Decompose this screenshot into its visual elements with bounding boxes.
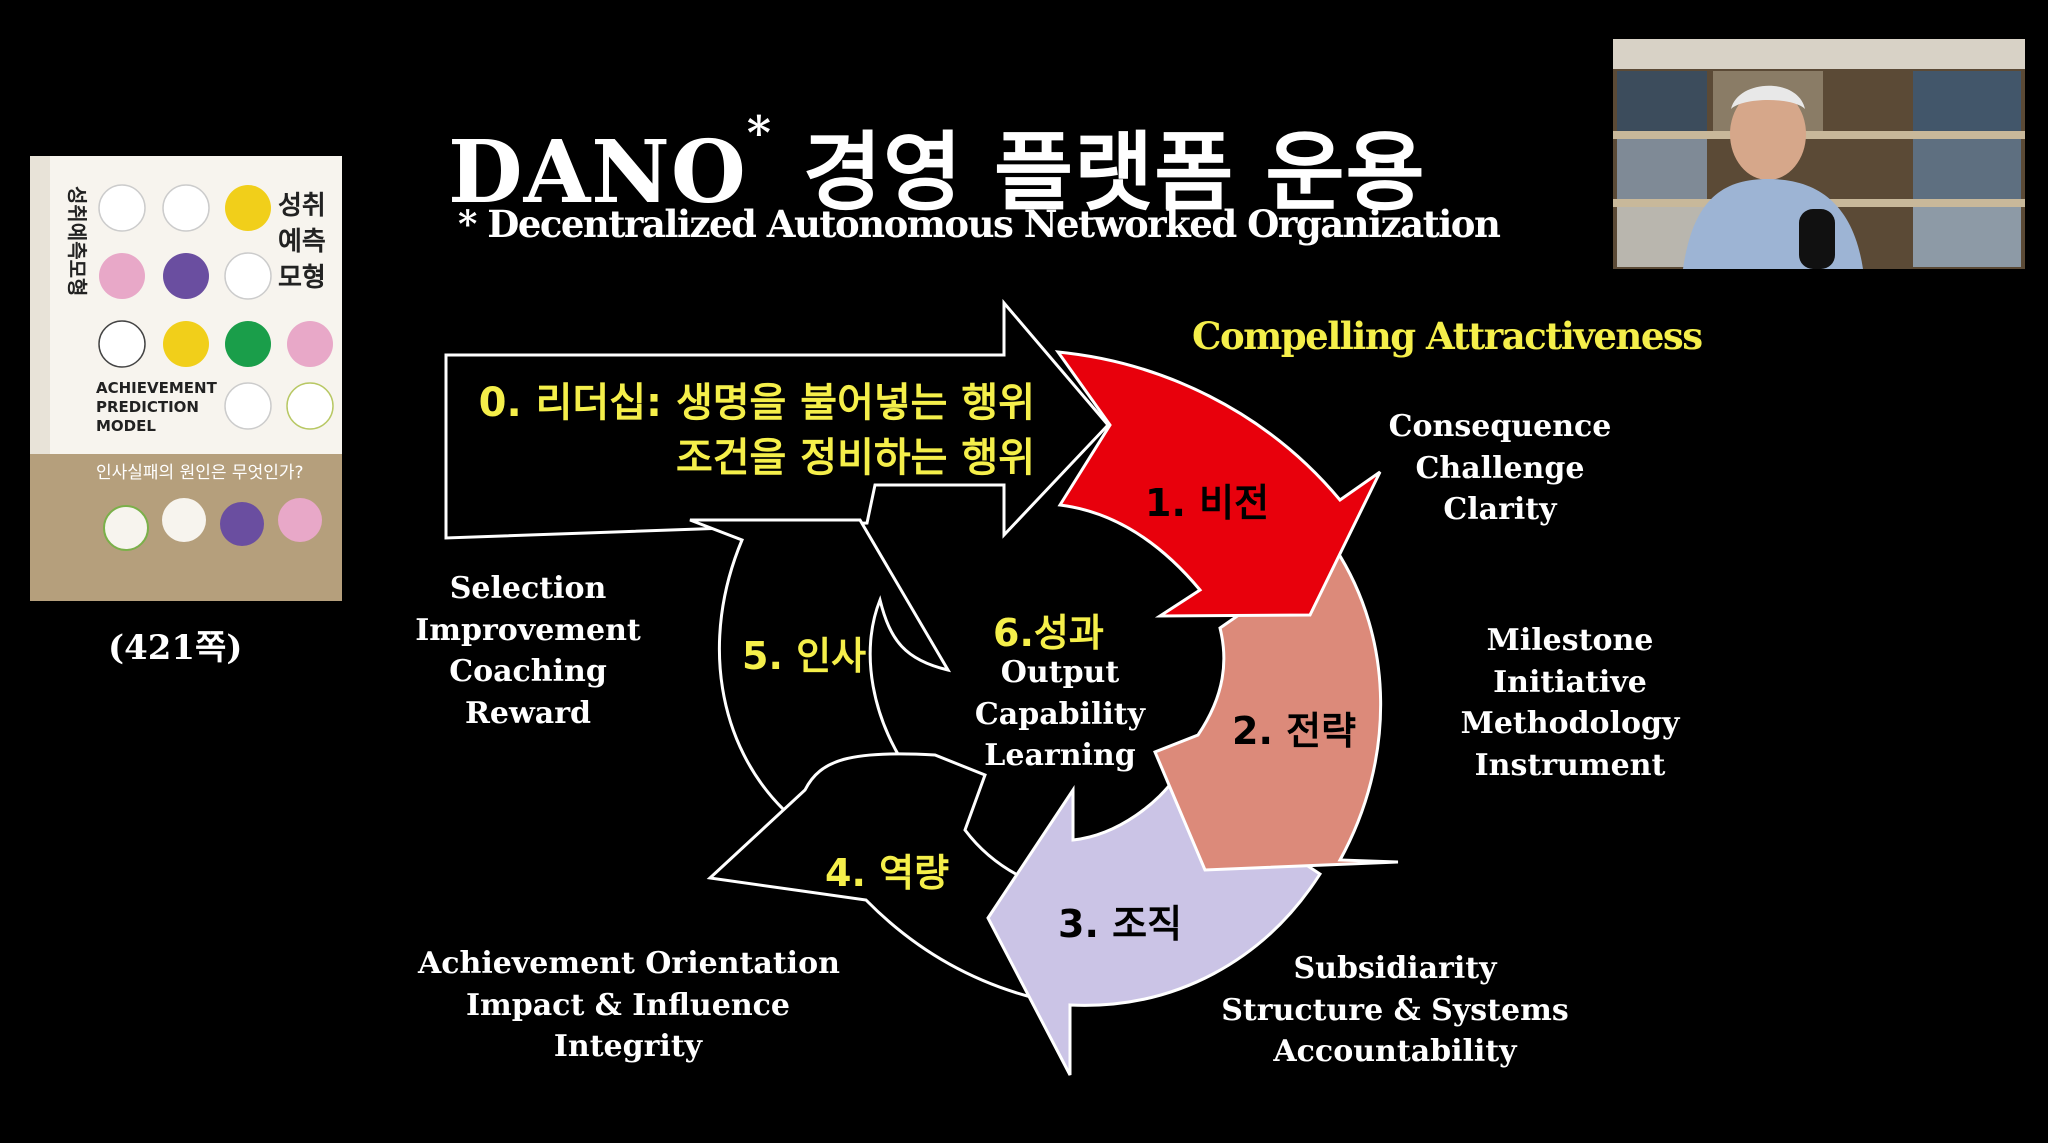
stage-vision-label: 1. 비전	[1145, 472, 1269, 527]
book-title-en-1: ACHIEVEMENT	[96, 379, 218, 397]
presenter-webcam	[1613, 39, 2025, 269]
center-item: Learning	[960, 735, 1160, 777]
hr-item: Reward	[408, 693, 648, 735]
organization-items: Subsidiarity Structure & Systems Account…	[1220, 948, 1570, 1073]
stage-strategy-label: 2. 전략	[1232, 700, 1356, 755]
leadership-line-1: 0. 리더십: 생명을 불어넣는 행위	[460, 376, 1035, 431]
strategy-item: Milestone	[1440, 620, 1700, 662]
hr-item: Coaching	[408, 651, 648, 693]
strategy-item: Initiative	[1440, 662, 1700, 704]
competency-item: Impact & Influence	[418, 985, 838, 1027]
stage-organization-label: 3. 조직	[1058, 893, 1182, 948]
hr-item: Selection	[408, 568, 648, 610]
book-title-kr-2: 예측	[278, 227, 326, 257]
vision-items: Consequence Challenge Clarity	[1370, 406, 1630, 531]
book-title-kr-3: 모형	[278, 263, 326, 293]
book-spine-title: 성취예측모형	[65, 186, 89, 296]
vision-item: Consequence	[1370, 406, 1630, 448]
strategy-items: Milestone Initiative Methodology Instrum…	[1440, 620, 1700, 786]
vision-item: Clarity	[1370, 489, 1630, 531]
center-performance-label: 6.성과	[993, 602, 1104, 657]
strategy-item: Instrument	[1440, 745, 1700, 787]
vision-item: Challenge	[1370, 448, 1630, 490]
leadership-text: 0. 리더십: 생명을 불어넣는 행위 조건을 정비하는 행위	[460, 376, 1035, 486]
strategy-item: Methodology	[1440, 703, 1700, 745]
center-items: Output Capability Learning	[960, 652, 1160, 777]
book-cover-image: 성취 예측 모형 ACHIEVEMENT PREDICTION MODEL 성취…	[30, 156, 342, 601]
book-title-en-3: MODEL	[96, 417, 156, 435]
book-page-count: (421쪽)	[108, 620, 242, 669]
organization-item: Accountability	[1220, 1031, 1570, 1073]
organization-item: Structure & Systems	[1220, 990, 1570, 1032]
competency-item: Integrity	[418, 1026, 838, 1068]
book-title-kr-1: 성취	[278, 191, 326, 221]
book-title-en-2: PREDICTION	[96, 398, 199, 416]
competency-item: Achievement Orientation	[418, 943, 838, 985]
competency-items: Achievement Orientation Impact & Influen…	[418, 943, 838, 1068]
hr-item: Improvement	[408, 610, 648, 652]
stage-hr-label: 5. 인사	[742, 625, 866, 680]
stage-competency-label: 4. 역량	[825, 842, 949, 897]
book-question: 인사실패의 원인은 무엇인가?	[96, 463, 304, 483]
organization-item: Subsidiarity	[1220, 948, 1570, 990]
hr-items: Selection Improvement Coaching Reward	[408, 568, 648, 734]
center-item: Capability	[960, 694, 1160, 736]
leadership-line-2: 조건을 정비하는 행위	[460, 431, 1035, 486]
center-item: Output	[960, 652, 1160, 694]
